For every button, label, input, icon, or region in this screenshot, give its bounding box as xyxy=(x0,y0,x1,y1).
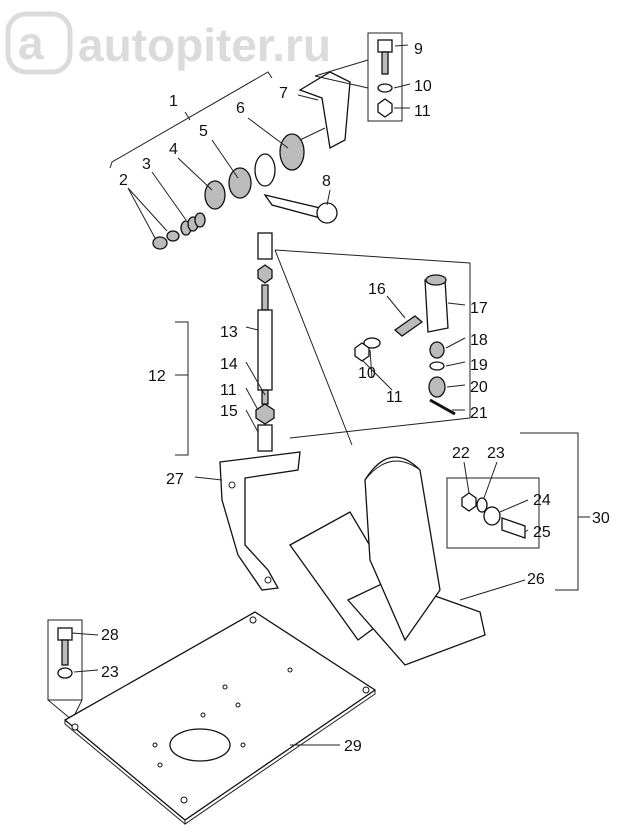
spring-part-3 xyxy=(180,212,206,236)
disc-part-6 xyxy=(279,133,305,171)
callout-24: 24 xyxy=(533,492,551,509)
callout-14: 14 xyxy=(220,356,238,373)
callout-2: 2 xyxy=(119,172,128,189)
nut-part-22 xyxy=(461,492,477,512)
watermark-badge: a xyxy=(18,17,44,69)
group-30-bracket xyxy=(520,432,579,591)
callout-6: 6 xyxy=(236,100,245,117)
nut-part-11 xyxy=(377,98,393,118)
callout-1: 1 xyxy=(169,93,178,110)
callout-16: 16 xyxy=(368,281,386,298)
group-22-25-bracket xyxy=(446,477,540,549)
callout-10-pin: 10 xyxy=(358,365,376,382)
washer-part-23-base xyxy=(57,667,73,679)
washer-part-24 xyxy=(483,506,501,526)
callout-12: 12 xyxy=(148,368,166,385)
callout-27: 27 xyxy=(166,471,184,488)
block-part-17 xyxy=(424,279,449,333)
callout-20: 20 xyxy=(470,379,488,396)
callout-19: 19 xyxy=(470,357,488,374)
callout-9: 9 xyxy=(414,41,423,58)
watermark-text: autopiter.ru xyxy=(78,19,331,71)
callout-15: 15 xyxy=(220,403,238,420)
callout-23: 23 xyxy=(487,445,505,462)
rod-part-13 xyxy=(257,309,273,391)
callout-5: 5 xyxy=(199,123,208,140)
callout-8: 8 xyxy=(322,173,331,190)
watermark: a autopiter.ru xyxy=(5,11,331,75)
callout-25: 25 xyxy=(533,524,551,541)
group-12-bracket xyxy=(175,321,189,456)
bolt-part-25 xyxy=(501,517,526,539)
callout-11-rod: 11 xyxy=(220,382,237,399)
bolt-part-28 xyxy=(57,627,73,641)
washer-part-23 xyxy=(476,497,488,513)
callout-labels: 1 2 3 4 5 6 7 8 9 10 11 12 13 14 11 15 1… xyxy=(101,41,610,755)
disc-part-4 xyxy=(204,180,226,210)
callout-11: 11 xyxy=(414,103,431,120)
upper-end-part xyxy=(257,232,273,260)
cotter-pin-part-21 xyxy=(429,398,456,416)
bracket-part-7 xyxy=(298,71,351,150)
lower-end-part-15 xyxy=(257,424,273,452)
callout-4: 4 xyxy=(169,141,178,158)
pedal-part-26 xyxy=(364,456,441,642)
bushing-part-20 xyxy=(428,376,446,398)
washer-part-10 xyxy=(377,83,393,93)
callout-10: 10 xyxy=(414,78,432,95)
callout-26: 26 xyxy=(527,571,545,588)
nut-part-2 xyxy=(152,236,168,250)
callout-17: 17 xyxy=(470,300,488,317)
callout-30: 30 xyxy=(592,510,610,527)
callout-7: 7 xyxy=(279,85,288,102)
callout-18: 18 xyxy=(470,332,488,349)
callout-28: 28 xyxy=(101,627,119,644)
callout-21: 21 xyxy=(470,405,488,422)
callout-22: 22 xyxy=(452,445,470,462)
callout-23-base: 23 xyxy=(101,664,119,681)
disc-part-5 xyxy=(228,167,252,199)
group-1-bracket xyxy=(109,71,273,169)
washer-part-19 xyxy=(429,361,445,371)
bracket-part-27 xyxy=(219,451,301,591)
pin-part-16 xyxy=(393,315,424,337)
callout-13: 13 xyxy=(220,324,238,341)
bolt-part-9 xyxy=(377,39,393,53)
nut-part-11-rod xyxy=(255,403,275,425)
bushing-part-18 xyxy=(429,341,445,359)
callout-11-pin: 11 xyxy=(386,389,403,406)
callout-29: 29 xyxy=(344,738,362,755)
callout-3: 3 xyxy=(142,156,151,173)
